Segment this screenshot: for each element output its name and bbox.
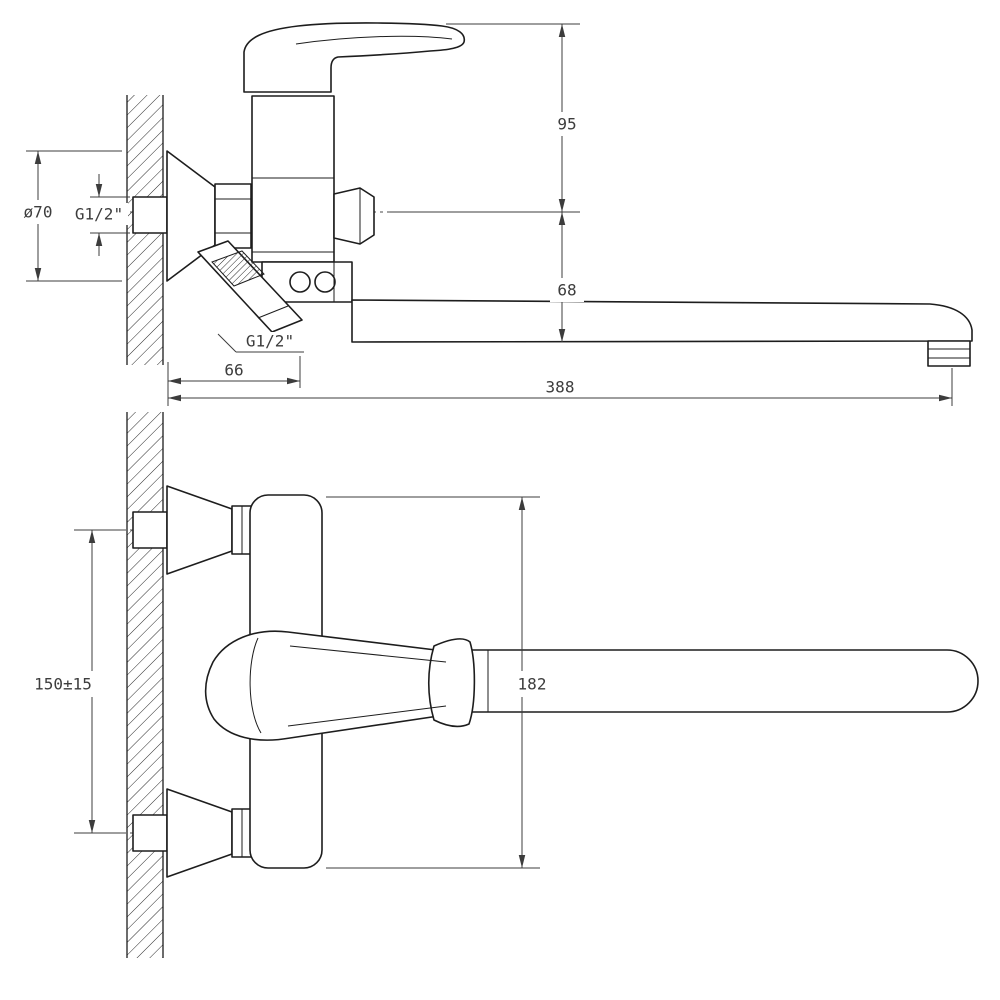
lower-pipe xyxy=(132,814,168,852)
flange-diameter-label: ø70 xyxy=(24,203,53,222)
label-shower-thread: G1/2" xyxy=(217,332,304,353)
hub-screw-left xyxy=(289,271,311,293)
spout-front xyxy=(469,649,979,713)
inlet-spacing-label: 150±15 xyxy=(34,675,92,694)
total-reach-label: 388 xyxy=(546,378,575,397)
diverter-knob xyxy=(333,187,375,245)
hub-screw-right xyxy=(314,271,336,293)
handle-lever-side xyxy=(243,22,466,93)
connection-nut xyxy=(214,183,252,249)
dimension-flange-diameter: ø70 xyxy=(13,150,122,282)
wall-section-front xyxy=(126,412,164,958)
handle-front xyxy=(204,630,476,741)
handle-height-label: 95 xyxy=(557,115,576,134)
handle-cap-front xyxy=(428,638,476,728)
handle-lever-front xyxy=(204,630,453,741)
upper-escutcheon xyxy=(166,485,233,575)
spout-side xyxy=(351,299,973,367)
spout-drop-label: 68 xyxy=(557,281,576,300)
wall-offset-label: 66 xyxy=(224,361,243,380)
inlet-pipe xyxy=(132,196,168,234)
body-height-label: 182 xyxy=(518,675,547,694)
shower-connection xyxy=(197,240,303,333)
front-view: 182 150±15 xyxy=(20,412,979,958)
mixer-body-side xyxy=(251,95,335,263)
shower-thread-label: G1/2" xyxy=(246,332,294,351)
upper-pipe xyxy=(132,511,168,549)
wall-hatch-front xyxy=(127,412,163,958)
inlet-thread-label: G1/2" xyxy=(75,205,123,224)
dimension-handle-height: 95 xyxy=(446,23,584,212)
lower-escutcheon xyxy=(166,788,233,878)
aerator-outlet xyxy=(927,340,971,367)
upper-inlet xyxy=(132,485,253,575)
lower-inlet xyxy=(132,788,253,878)
dimension-wall-offset: 66 xyxy=(167,356,301,406)
dimension-inlet-spacing: 150±15 xyxy=(20,529,120,834)
label-inlet-thread: G1/2" xyxy=(70,174,130,256)
dimension-total-reach: 388 xyxy=(168,368,953,406)
dimension-spout-drop: 68 xyxy=(550,212,584,342)
knurled-nut xyxy=(211,250,265,287)
dimension-body-height: 182 xyxy=(326,496,556,869)
side-view: ø70 G1/2" G1/2" 95 68 xyxy=(13,22,973,406)
